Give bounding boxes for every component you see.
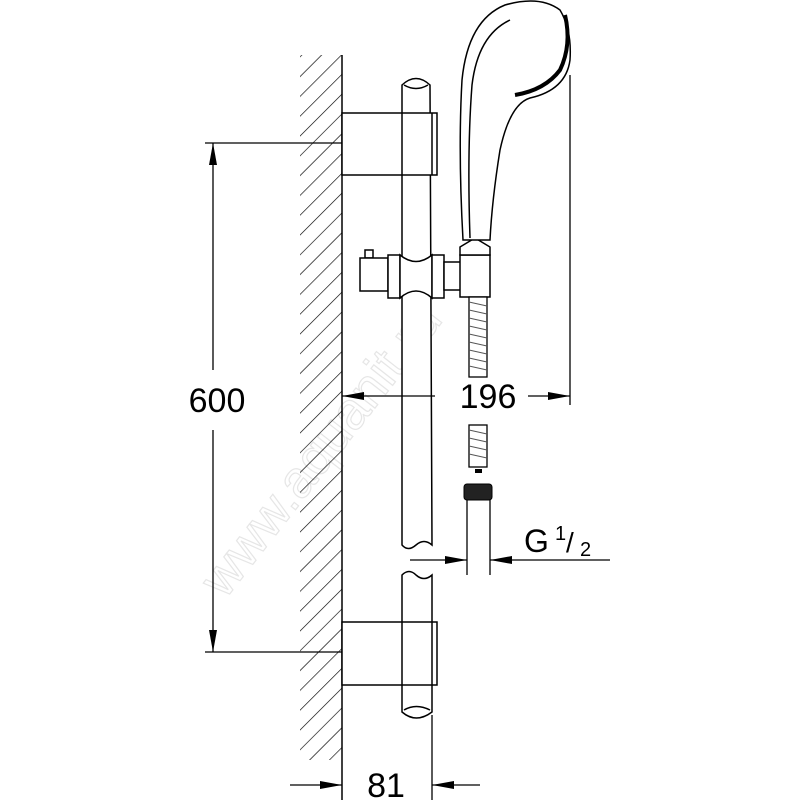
dimension-81 (290, 715, 480, 800)
svg-text:1: 1 (555, 523, 566, 545)
svg-text:2: 2 (580, 539, 591, 561)
rail-offset-label: 81 (367, 767, 405, 800)
height-label: 600 (189, 382, 246, 420)
hand-shower (459, 0, 572, 241)
dimension-196 (342, 75, 571, 405)
top-wall-bracket (341, 112, 438, 176)
thread-label: G 1 / 2 (524, 523, 591, 561)
svg-text:G: G (524, 523, 549, 559)
dimension-600 (205, 142, 342, 653)
svg-text:/: / (566, 527, 574, 558)
shower-hose (463, 296, 493, 575)
slider-holder (359, 237, 491, 300)
bottom-wall-bracket (341, 621, 438, 686)
projection-label: 196 (460, 378, 517, 416)
wall (300, 55, 343, 800)
